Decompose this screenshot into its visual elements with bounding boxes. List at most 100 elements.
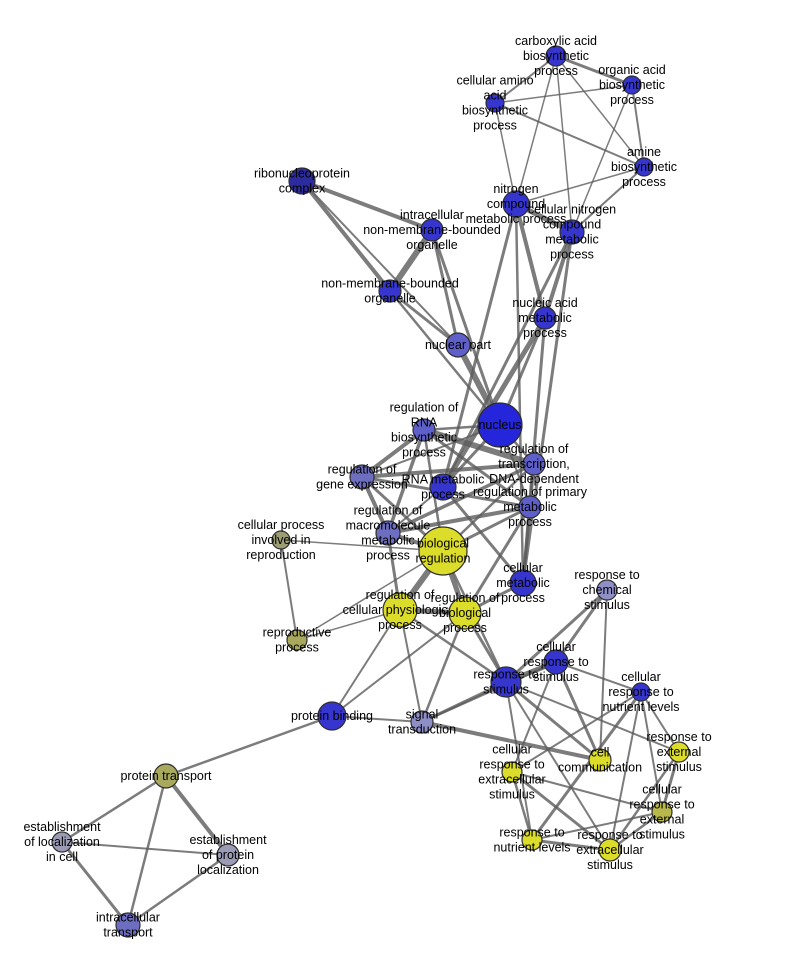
node-circle-reg-primary-metabolic[interactable] [518, 495, 542, 519]
node-circle-rna-metabolic[interactable] [429, 473, 457, 501]
node-circle-cellular-response-external[interactable] [651, 801, 673, 823]
edge-response-stimulus--cell-communication [504, 680, 602, 762]
node-circle-cellular-nitrogen[interactable] [559, 219, 585, 245]
node-circle-establishment-protein-localization[interactable] [216, 843, 240, 867]
edge-protein-binding--reg-cellular-physiological [331, 609, 401, 717]
node-circle-amine[interactable] [634, 157, 654, 177]
node-circle-response-extracellular[interactable] [598, 838, 622, 862]
node-circle-cellular-response-stimulus[interactable] [543, 649, 569, 675]
edge-signal-transduction--reg-biological-process [420, 611, 467, 724]
edge-ribonucleoprotein--nuclear-part [301, 180, 459, 346]
edge-establishment-localization-cell--establishment-protein-localization [61, 841, 229, 856]
node-circle-response-chemical[interactable] [596, 579, 618, 601]
edge-protein-transport--intracellular-transport [126, 774, 168, 927]
edge-intracellular-organelle--nuclear-part [430, 228, 460, 347]
edge-carboxylic-acid--organic-acid [554, 54, 634, 87]
edge-cellular-response-stimulus--response-chemical [554, 588, 609, 664]
edge-intracellular-organelle--nucleus [430, 228, 502, 427]
edge-ribonucleoprotein--intracellular-organelle [300, 179, 434, 232]
edge-protein-transport--establishment-protein-localization [164, 774, 230, 857]
edge-cellular-response-stimulus--cellular-response-nutrient [555, 661, 642, 693]
node-circle-ribonucleoprotein[interactable] [288, 167, 316, 195]
edge-ribonucleoprotein--non-membrane-organelle [300, 179, 392, 293]
node-circle-nuclear-part[interactable] [445, 332, 471, 358]
node-circle-cell-communication[interactable] [588, 748, 612, 772]
edge-signal-transduction--reg-cellular-physiological [399, 609, 423, 723]
node-circle-organic-acid[interactable] [622, 75, 642, 95]
node-circle-biological-regulation[interactable] [418, 526, 468, 576]
edge-response-stimulus--response-chemical [504, 588, 609, 684]
node-circle-carboxylic-acid[interactable] [545, 45, 567, 67]
node-circle-reg-macromolecule[interactable] [375, 520, 401, 546]
node-circle-intracellular-transport[interactable] [115, 912, 141, 938]
node-circle-reg-transcription[interactable] [522, 452, 546, 476]
edge-cellular-response-stimulus--cellular-response-extracellular [511, 661, 557, 773]
edge-cellular-amino-acid--nitrogen-compound [494, 102, 517, 205]
node-circle-intracellular-organelle[interactable] [420, 218, 444, 242]
node-circle-nucleus[interactable] [477, 402, 523, 448]
node-protein-transport[interactable]: protein transport [120, 763, 212, 789]
edge-organic-acid--cellular-nitrogen [571, 84, 633, 233]
edge-signal-transduction--cellular-response-stimulus [420, 660, 558, 724]
node-circle-cellular-process-reproduction[interactable] [271, 530, 291, 550]
edge-cellular-amino-acid--amine [494, 102, 645, 168]
node-circle-reg-biological-process[interactable] [448, 596, 482, 630]
node-circle-reproductive-process[interactable] [286, 629, 308, 651]
node-circle-cellular-response-extracellular[interactable] [501, 761, 523, 783]
node-circle-protein-binding[interactable] [317, 701, 347, 731]
node-circle-reg-cellular-physiological[interactable] [382, 592, 418, 628]
node-circle-cellular-response-nutrient[interactable] [631, 682, 651, 702]
node-circle-response-nutrient[interactable] [521, 829, 543, 851]
node-circle-nitrogen-compound[interactable] [502, 190, 530, 218]
node-circle-cellular-amino-acid[interactable] [485, 93, 505, 113]
node-circle-reg-rna-biosynthetic[interactable] [412, 418, 436, 442]
edge-cellular-process-reproduction--reproductive-process [280, 539, 298, 641]
edge-non-membrane-organelle--nucleus [388, 289, 502, 427]
edge-nitrogen-compound--nucleic-acid [514, 202, 547, 320]
node-circle-response-external[interactable] [668, 741, 690, 763]
edge-carboxylic-acid--amine [555, 55, 645, 168]
edge-cellular-nitrogen--nucleic-acid [543, 230, 574, 320]
edge-establishment-localization-cell--intracellular-transport [60, 840, 130, 927]
edge-non-membrane-organelle--nuclear-part [388, 289, 460, 347]
edge-response-extracellular--response-nutrient [530, 838, 612, 852]
edge-protein-binding--signal-transduction [331, 715, 423, 723]
node-circle-reg-gene-expression[interactable] [349, 464, 375, 490]
edge-layer [60, 54, 681, 927]
edge-response-external--response-extracellular [608, 750, 681, 852]
node-circle-cellular-metabolic[interactable] [509, 569, 537, 597]
node-circle-protein-transport[interactable] [153, 763, 179, 789]
edge-reg-rna-biosynthetic--reg-gene-expression [360, 428, 426, 479]
node-circle-signal-transduction[interactable] [410, 710, 434, 734]
node-circle-non-membrane-organelle[interactable] [378, 279, 402, 303]
edge-carboxylic-acid--cellular-amino-acid [494, 55, 557, 104]
node-circle-response-stimulus[interactable] [490, 666, 522, 698]
node-nucleus[interactable]: nucleus [477, 402, 523, 448]
node-circle-establishment-localization-cell[interactable] [51, 831, 73, 853]
edge-cellular-nitrogen--cellular-metabolic [521, 230, 574, 585]
node-circle-nucleic-acid[interactable] [533, 306, 557, 330]
edge-carboxylic-acid--cellular-nitrogen [555, 55, 573, 233]
